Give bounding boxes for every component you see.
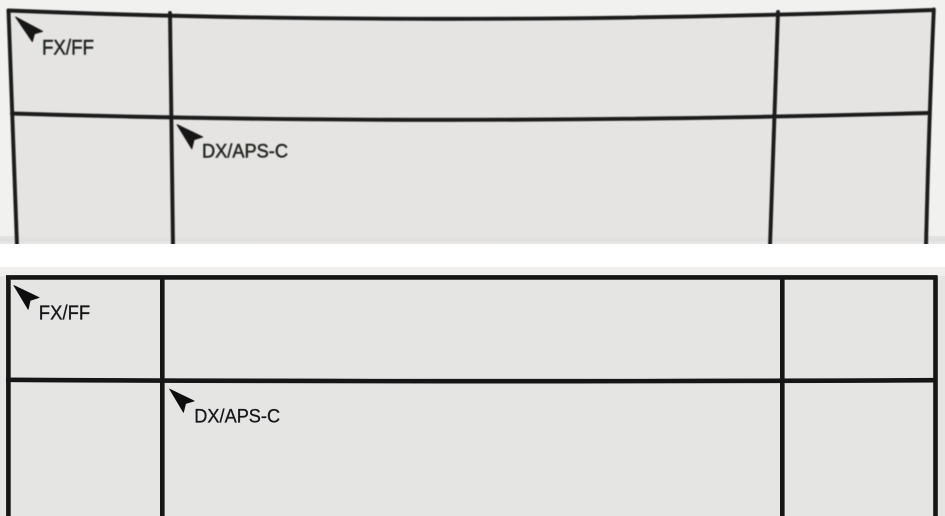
svg-text:FX/FF: FX/FF bbox=[39, 301, 90, 324]
svg-text:DX/APS-C: DX/APS-C bbox=[194, 406, 280, 428]
svg-text:FX/FF: FX/FF bbox=[42, 37, 94, 60]
svg-text:DX/APS-C: DX/APS-C bbox=[202, 141, 288, 163]
